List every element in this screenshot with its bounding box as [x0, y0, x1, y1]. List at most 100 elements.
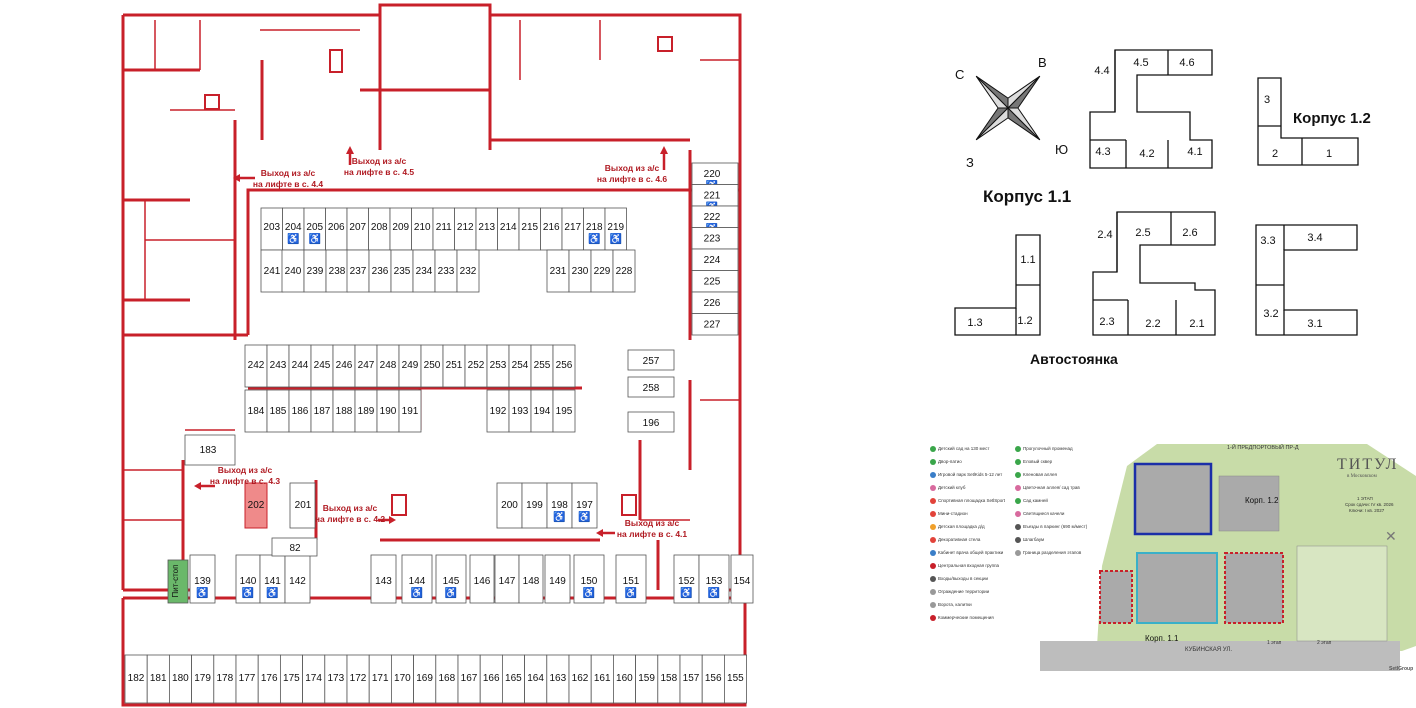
spot-label-194: 194	[534, 406, 551, 417]
spot-label-213: 213	[478, 222, 495, 233]
spot-label-196: 196	[643, 418, 660, 429]
legend-label: Кабинет врача общей практики	[938, 550, 1004, 556]
spot-256[interactable]	[552, 344, 576, 388]
legend-item: Въезды в паркинг (690 м/мест)	[1015, 524, 1087, 530]
spot-151[interactable]	[615, 554, 647, 604]
spot-202-highlighted[interactable]	[244, 482, 268, 529]
exit-41-line2: на лифте в с. 4.1	[617, 529, 688, 539]
spot-label-160: 160	[616, 673, 633, 684]
spot-label-192: 192	[490, 406, 507, 417]
spot-label-205: 205	[306, 222, 323, 233]
spot-227[interactable]	[691, 313, 739, 336]
spot-191[interactable]	[398, 389, 422, 433]
spot-183[interactable]	[184, 434, 236, 466]
spot-232[interactable]	[456, 249, 480, 293]
spot-139[interactable]	[189, 554, 216, 604]
spot-144[interactable]	[401, 554, 433, 604]
spot-label-206: 206	[328, 222, 345, 233]
spot-228[interactable]	[612, 249, 636, 293]
spot-148[interactable]	[518, 554, 544, 604]
spot-label-144: 144	[409, 576, 426, 587]
legend-label: Кленовая аллея	[1023, 472, 1057, 478]
legend-item: Ворота, калитки	[930, 602, 972, 608]
spot-195[interactable]	[552, 389, 576, 433]
spot-198[interactable]	[546, 482, 573, 529]
spot-label-239: 239	[307, 266, 324, 277]
spot-140[interactable]	[235, 554, 261, 604]
spot-label-231: 231	[550, 266, 567, 277]
spot-label-221: 221	[704, 191, 721, 202]
pit-stop-label: Пит-стоп	[171, 565, 180, 598]
spot-label-250: 250	[424, 360, 441, 371]
exit-arrowhead-45	[346, 146, 354, 154]
spot-label-233: 233	[438, 266, 455, 277]
spot-label-254: 254	[512, 360, 529, 371]
legend-item: Входы/выходы в секции	[930, 576, 988, 582]
spot-155[interactable]	[724, 654, 748, 704]
spot-141[interactable]	[259, 554, 286, 604]
legend-label: Прогулочный променад	[1023, 446, 1073, 452]
compass-n: С	[955, 67, 964, 82]
legend-dot-icon	[930, 459, 936, 465]
spot-label-255: 255	[534, 360, 551, 371]
spot-201[interactable]	[289, 482, 316, 529]
spot-150[interactable]	[573, 554, 605, 604]
spot-257[interactable]	[627, 349, 675, 371]
spot-label-216: 216	[543, 222, 560, 233]
legend-item: Кабинет врача общей практики	[930, 550, 1003, 556]
spot-142[interactable]	[284, 554, 311, 604]
spot-label-171: 171	[372, 673, 389, 684]
spot-258[interactable]	[627, 376, 675, 398]
elevator-icon	[204, 94, 220, 110]
spot-label-248: 248	[380, 360, 397, 371]
spot-197[interactable]	[571, 482, 598, 529]
spot-200[interactable]	[496, 482, 523, 529]
spot-label-179: 179	[194, 673, 211, 684]
legend-label: Цветочная аллея/ сад трав	[1023, 485, 1080, 491]
legend-label: Шлагбаум	[1023, 537, 1045, 543]
spot-145[interactable]	[435, 554, 467, 604]
legend-item: Ограждение территории	[930, 589, 989, 595]
spot-label-224: 224	[704, 255, 721, 266]
legend-label: Декоративная стела	[938, 537, 981, 543]
spot-146[interactable]	[469, 554, 495, 604]
spot-label-184: 184	[248, 406, 265, 417]
spot-143[interactable]	[370, 554, 397, 604]
korpus-12-title: Корпус 1.2	[1293, 110, 1371, 127]
spot-label-238: 238	[329, 266, 346, 277]
spot-154[interactable]	[730, 554, 754, 604]
elevator-icon	[391, 494, 407, 516]
section-3-2: 3.2	[1263, 308, 1278, 320]
spot-149[interactable]	[544, 554, 571, 604]
compass-arrow-icon	[1006, 107, 1041, 141]
spot-label-170: 170	[394, 673, 411, 684]
korp-11-map-label: Корп. 1.1	[1145, 634, 1179, 643]
spot-label-195: 195	[556, 406, 573, 417]
spot-label-146: 146	[474, 576, 491, 587]
spot-label-150: 150	[581, 576, 598, 587]
spot-label-243: 243	[270, 360, 287, 371]
single-spots: 257 258 196 183 202 201 82 Пит-стоп	[167, 349, 675, 604]
spot-153[interactable]	[698, 554, 730, 604]
section-2-6: 2.6	[1182, 227, 1197, 239]
section-2: 2	[1272, 148, 1278, 160]
section-4-1: 4.1	[1187, 146, 1202, 158]
spot-label-156: 156	[705, 673, 722, 684]
pit-stop-zone[interactable]	[167, 559, 189, 604]
spot-label-148: 148	[523, 576, 540, 587]
spot-label-229: 229	[594, 266, 611, 277]
legend-item: Светящиеся качели	[1015, 511, 1064, 517]
spot-82[interactable]	[271, 537, 318, 557]
legend-label: Входы/выходы в секции	[938, 576, 988, 582]
wheelchair-icon: ♿	[553, 510, 565, 523]
site-section-1	[1099, 570, 1133, 624]
legend-item: Центральная входная группа	[930, 563, 999, 569]
compass-w: З	[966, 155, 974, 170]
spot-196[interactable]	[627, 411, 675, 433]
legend-item: Шлагбаум	[1015, 537, 1044, 543]
spot-label-258: 258	[643, 383, 660, 394]
legend-item: Декоративная стела	[930, 537, 980, 543]
legend-dot-icon	[1015, 498, 1021, 504]
